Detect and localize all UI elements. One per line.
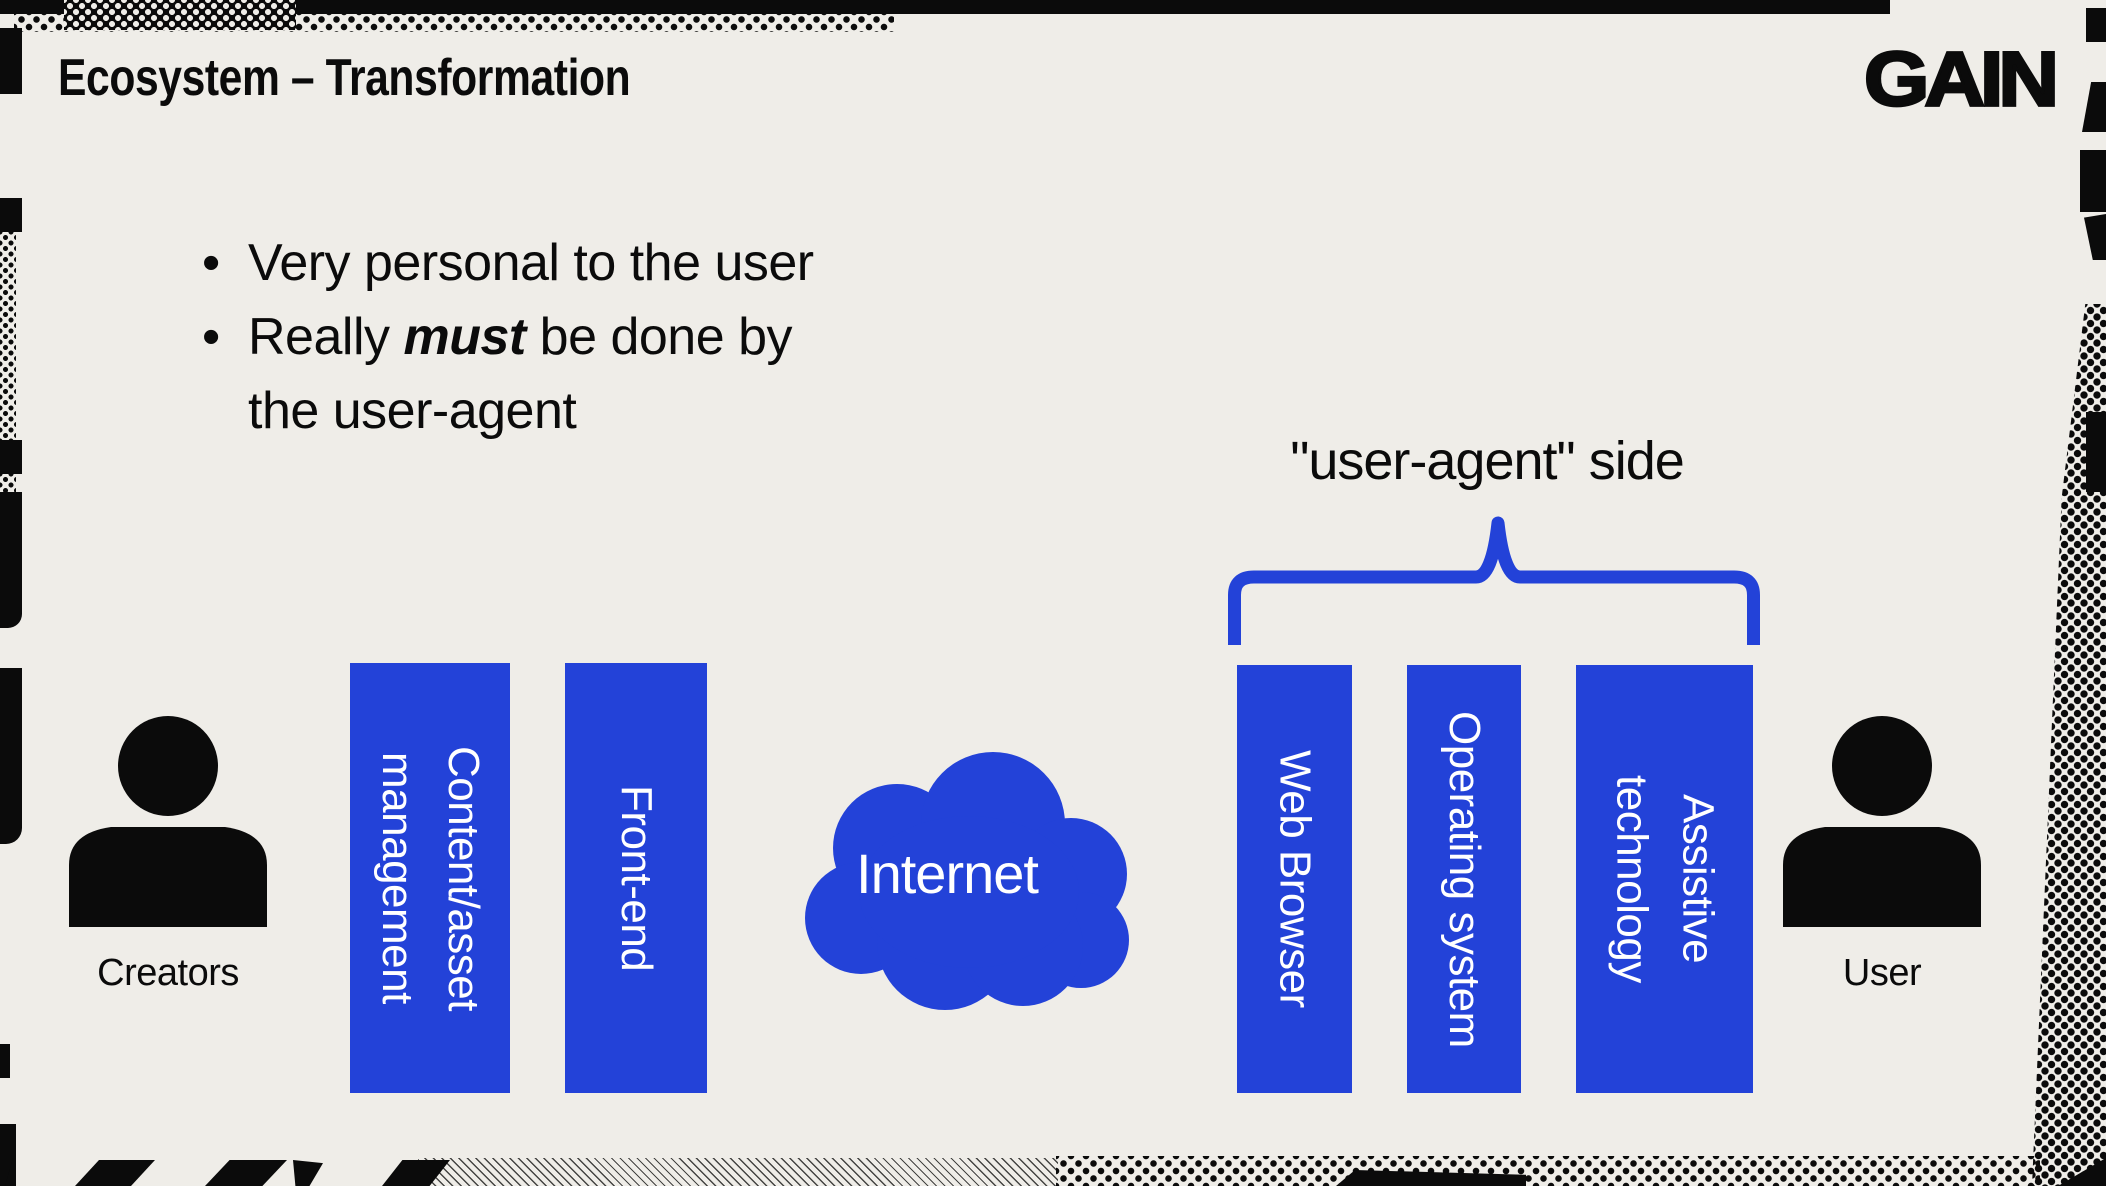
border-right-block-4 [2084, 214, 2106, 260]
user-label: User [1842, 952, 1922, 994]
border-bottom-hatch [418, 1158, 1058, 1186]
border-right-block-3 [2080, 150, 2106, 212]
border-right-block-5 [2086, 412, 2106, 492]
border-bottom-halftone [1056, 1156, 2040, 1186]
border-left-halftone-1 [0, 232, 16, 440]
border-right-block-2 [2082, 82, 2106, 132]
bar-front-end: Front-end [565, 663, 707, 1093]
bar-assistive-technology: Assistive technology [1576, 665, 1753, 1093]
bullet-list: • Very personal to the user • Really mus… [200, 226, 840, 448]
page-title: Ecosystem – Transformation [58, 49, 631, 107]
gain-logo: GAIN [1863, 35, 2061, 122]
bullet-item-2: • Really must be done by the user-agent [200, 300, 840, 448]
border-left-block-5 [0, 668, 22, 844]
bar-web-browser-label: Web Browser [1270, 750, 1320, 1008]
internet-cloud [805, 752, 1129, 1010]
user-person-icon [1783, 716, 1981, 927]
bullet-item-2-text-pre: Really [248, 308, 404, 366]
bullet-item-1-text: Very personal to the user [248, 234, 814, 292]
border-left-block-6 [0, 1044, 10, 1078]
bar-operating-system-label: Operating system [1440, 710, 1489, 1048]
bar-content-asset-management: Content/asset management [350, 663, 510, 1093]
border-right-block-1 [2086, 8, 2106, 42]
border-left-block-2 [0, 198, 22, 232]
bar-web-browser: Web Browser [1237, 665, 1352, 1093]
bullet-item-2-text-post: be done by the user-agent [248, 308, 792, 440]
creators-label: Creators [97, 952, 239, 994]
user-agent-side-label: "user-agent" side [1290, 431, 1685, 491]
bullet-item-1: • Very personal to the user [200, 226, 840, 300]
border-top-bar [0, 0, 1890, 14]
border-left-block-4 [0, 492, 22, 628]
bullet-marker: • [202, 234, 220, 292]
border-left-block-3 [0, 440, 22, 474]
border-bottom-slash-3 [293, 1160, 323, 1186]
bullet-item-2-emphasis: must [403, 308, 526, 366]
border-bottom-chunk [1336, 1170, 1526, 1186]
bullet-marker: • [202, 308, 220, 366]
border-left-halftone-2 [0, 474, 16, 492]
creators-person-icon [69, 716, 267, 927]
user-agent-brace [1228, 516, 1760, 645]
border-left-block-1 [0, 28, 22, 94]
border-top-inverse-halftone [64, 0, 296, 30]
border-bottom-slash-1 [75, 1160, 155, 1186]
internet-label: Internet [856, 841, 1039, 905]
bar-content-asset-management-label: Content/asset management [373, 745, 488, 1011]
bar-front-end-label: Front-end [612, 784, 661, 972]
bar-operating-system: Operating system [1407, 665, 1521, 1093]
bar-assistive-technology-label: Assistive technology [1607, 775, 1723, 983]
border-bottom-slash-2 [205, 1160, 287, 1186]
